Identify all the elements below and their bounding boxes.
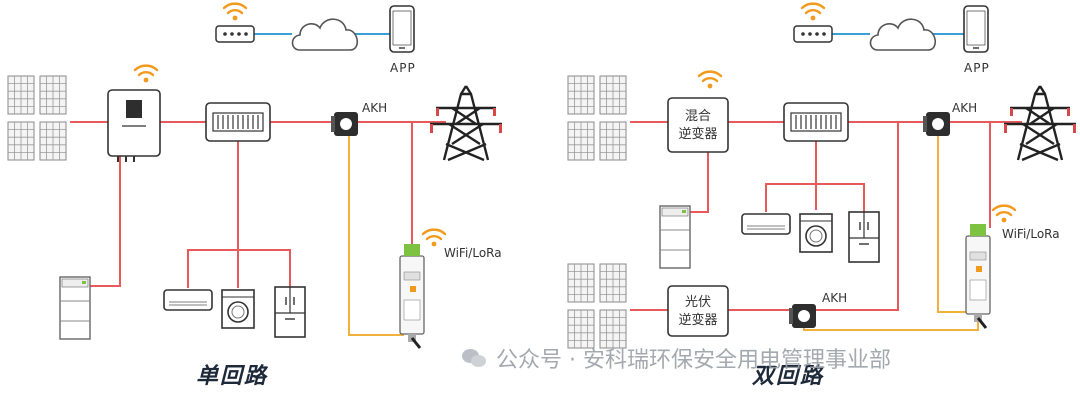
- svg-text:逆变器: 逆变器: [678, 126, 717, 142]
- router-icon: [793, 25, 833, 43]
- wifi-icon: [133, 64, 159, 84]
- watermark: 公众号 · 安科瑞环保安全用电管理事业部: [462, 342, 891, 374]
- watermark-text: 公众号 · 安科瑞环保安全用电管理事业部: [496, 348, 891, 373]
- phone-icon: [963, 5, 989, 53]
- hybrid-inverter: 混合 逆变器: [667, 97, 729, 153]
- cloud-icon: [291, 18, 359, 51]
- air-conditioner-icon: [741, 213, 791, 235]
- wifi-icon: [222, 2, 248, 22]
- washing-machine-icon: [221, 289, 255, 329]
- battery-icon: [59, 276, 91, 340]
- power-lines: [630, 121, 1022, 311]
- single-loop-diagram: AKH APP WiFi/LoRa: [8, 2, 504, 350]
- distribution-box: [783, 102, 849, 142]
- svg-text:混合: 混合: [685, 109, 711, 124]
- wifi-icon: [697, 70, 723, 90]
- wechat-icon: [462, 347, 488, 369]
- power-lines: [70, 121, 446, 288]
- meter-bottom-label: AKH: [822, 291, 847, 305]
- pv-inverter: 光伏 逆变器: [667, 285, 729, 337]
- wifi-icon: [800, 2, 826, 22]
- current-transformer: [331, 112, 358, 136]
- meter-label: AKH: [362, 101, 387, 115]
- svg-text:光伏: 光伏: [685, 295, 711, 310]
- app-label: APP: [390, 61, 416, 75]
- svg-text:逆变器: 逆变器: [678, 312, 717, 328]
- current-transformer: [789, 304, 816, 328]
- dual-loop-title: 双回路: [752, 364, 825, 389]
- wireless-label: WiFi/LoRa: [1002, 227, 1060, 241]
- grid-tower-icon: [428, 84, 504, 162]
- air-conditioner-icon: [163, 289, 213, 311]
- refrigerator-icon: [274, 286, 306, 338]
- distribution-box: [205, 102, 271, 142]
- dual-loop-diagram: 混合 逆变器 光伏 逆变器 AKH AKH APP WiFi/LoRa: [568, 2, 1078, 348]
- pv-panel-array: [568, 76, 626, 160]
- inverter: [107, 89, 161, 162]
- wifi-icon: [991, 204, 1017, 224]
- current-transformer: [923, 112, 950, 136]
- wireless-label: WiFi/LoRa: [444, 246, 502, 260]
- din-rail-meter: [964, 222, 992, 330]
- signal-lines: [803, 136, 979, 331]
- wifi-icon: [421, 228, 447, 248]
- grid-tower-icon: [1002, 84, 1078, 162]
- router-icon: [215, 25, 255, 43]
- pv-panel-array: [8, 76, 66, 160]
- signal-lines: [348, 136, 404, 336]
- meter-top-label: AKH: [952, 101, 977, 115]
- battery-icon: [659, 205, 691, 269]
- pv-panel-array: [568, 264, 626, 348]
- app-label: APP: [964, 61, 990, 75]
- phone-icon: [389, 5, 415, 53]
- din-rail-meter: [398, 242, 426, 350]
- single-loop-title: 单回路: [196, 364, 269, 389]
- refrigerator-icon: [848, 211, 880, 263]
- washing-machine-icon: [799, 213, 833, 253]
- cloud-icon: [869, 18, 937, 51]
